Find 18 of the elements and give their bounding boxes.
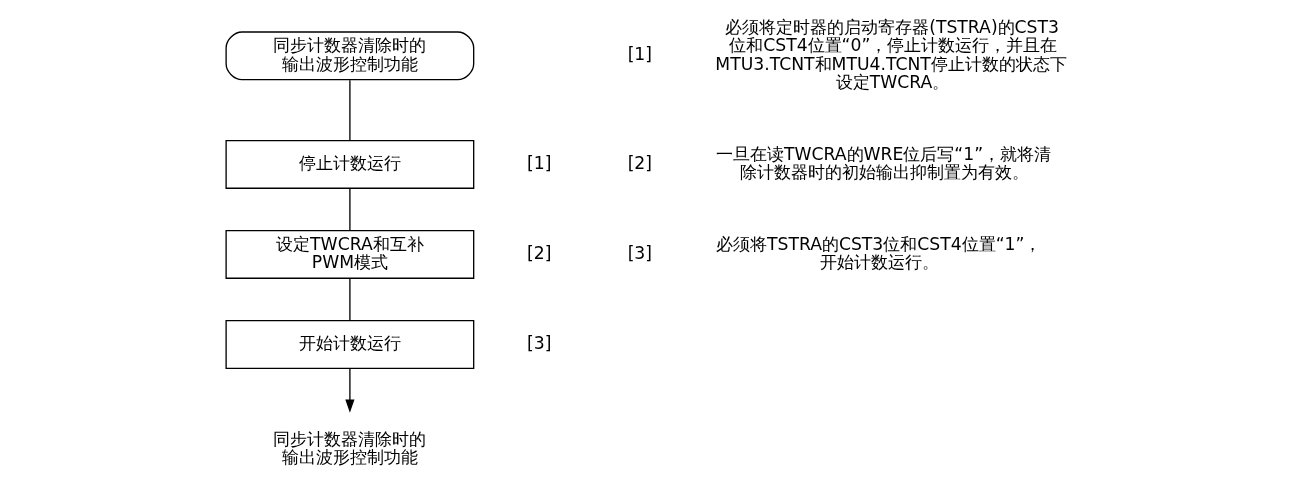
label: 必须将TSTRA的CST3位和CST4位置“1”，开始计数运行。 [715,233,1042,273]
node-label: [2] [527,242,552,263]
connector [349,278,351,321]
connector [349,188,351,231]
node-box: 开始计数运行 [225,319,475,369]
node-box: 停止计数运行 [225,139,475,189]
node-box: 同步计数器清除时的输出波形控制功能 [225,31,475,81]
arrow [345,367,355,413]
label: 必须将定时器的启动寄存器(TSTRA)的CST3位和CST4位置“0”，停止计数运行，并且在MTU3.TCNT和MTU4.TCNT停止计数的状态下设定TWCRA。 [715,16,1067,93]
label: [2] [627,152,653,173]
label: [3] [627,242,653,263]
node-label: [3] [527,332,552,353]
label: 一旦在读TWCRA的WRE位后写“1”，就将清除计数器时的初始输出抑制置为有效。 [715,143,1052,183]
node-label: [1] [527,152,552,173]
connector [349,79,351,142]
node-text: 同步计数器清除时的输出波形控制功能 [273,428,427,468]
node-box: 设定TWCRA和互补PWM模式 [225,229,475,279]
label: [1] [627,44,653,65]
